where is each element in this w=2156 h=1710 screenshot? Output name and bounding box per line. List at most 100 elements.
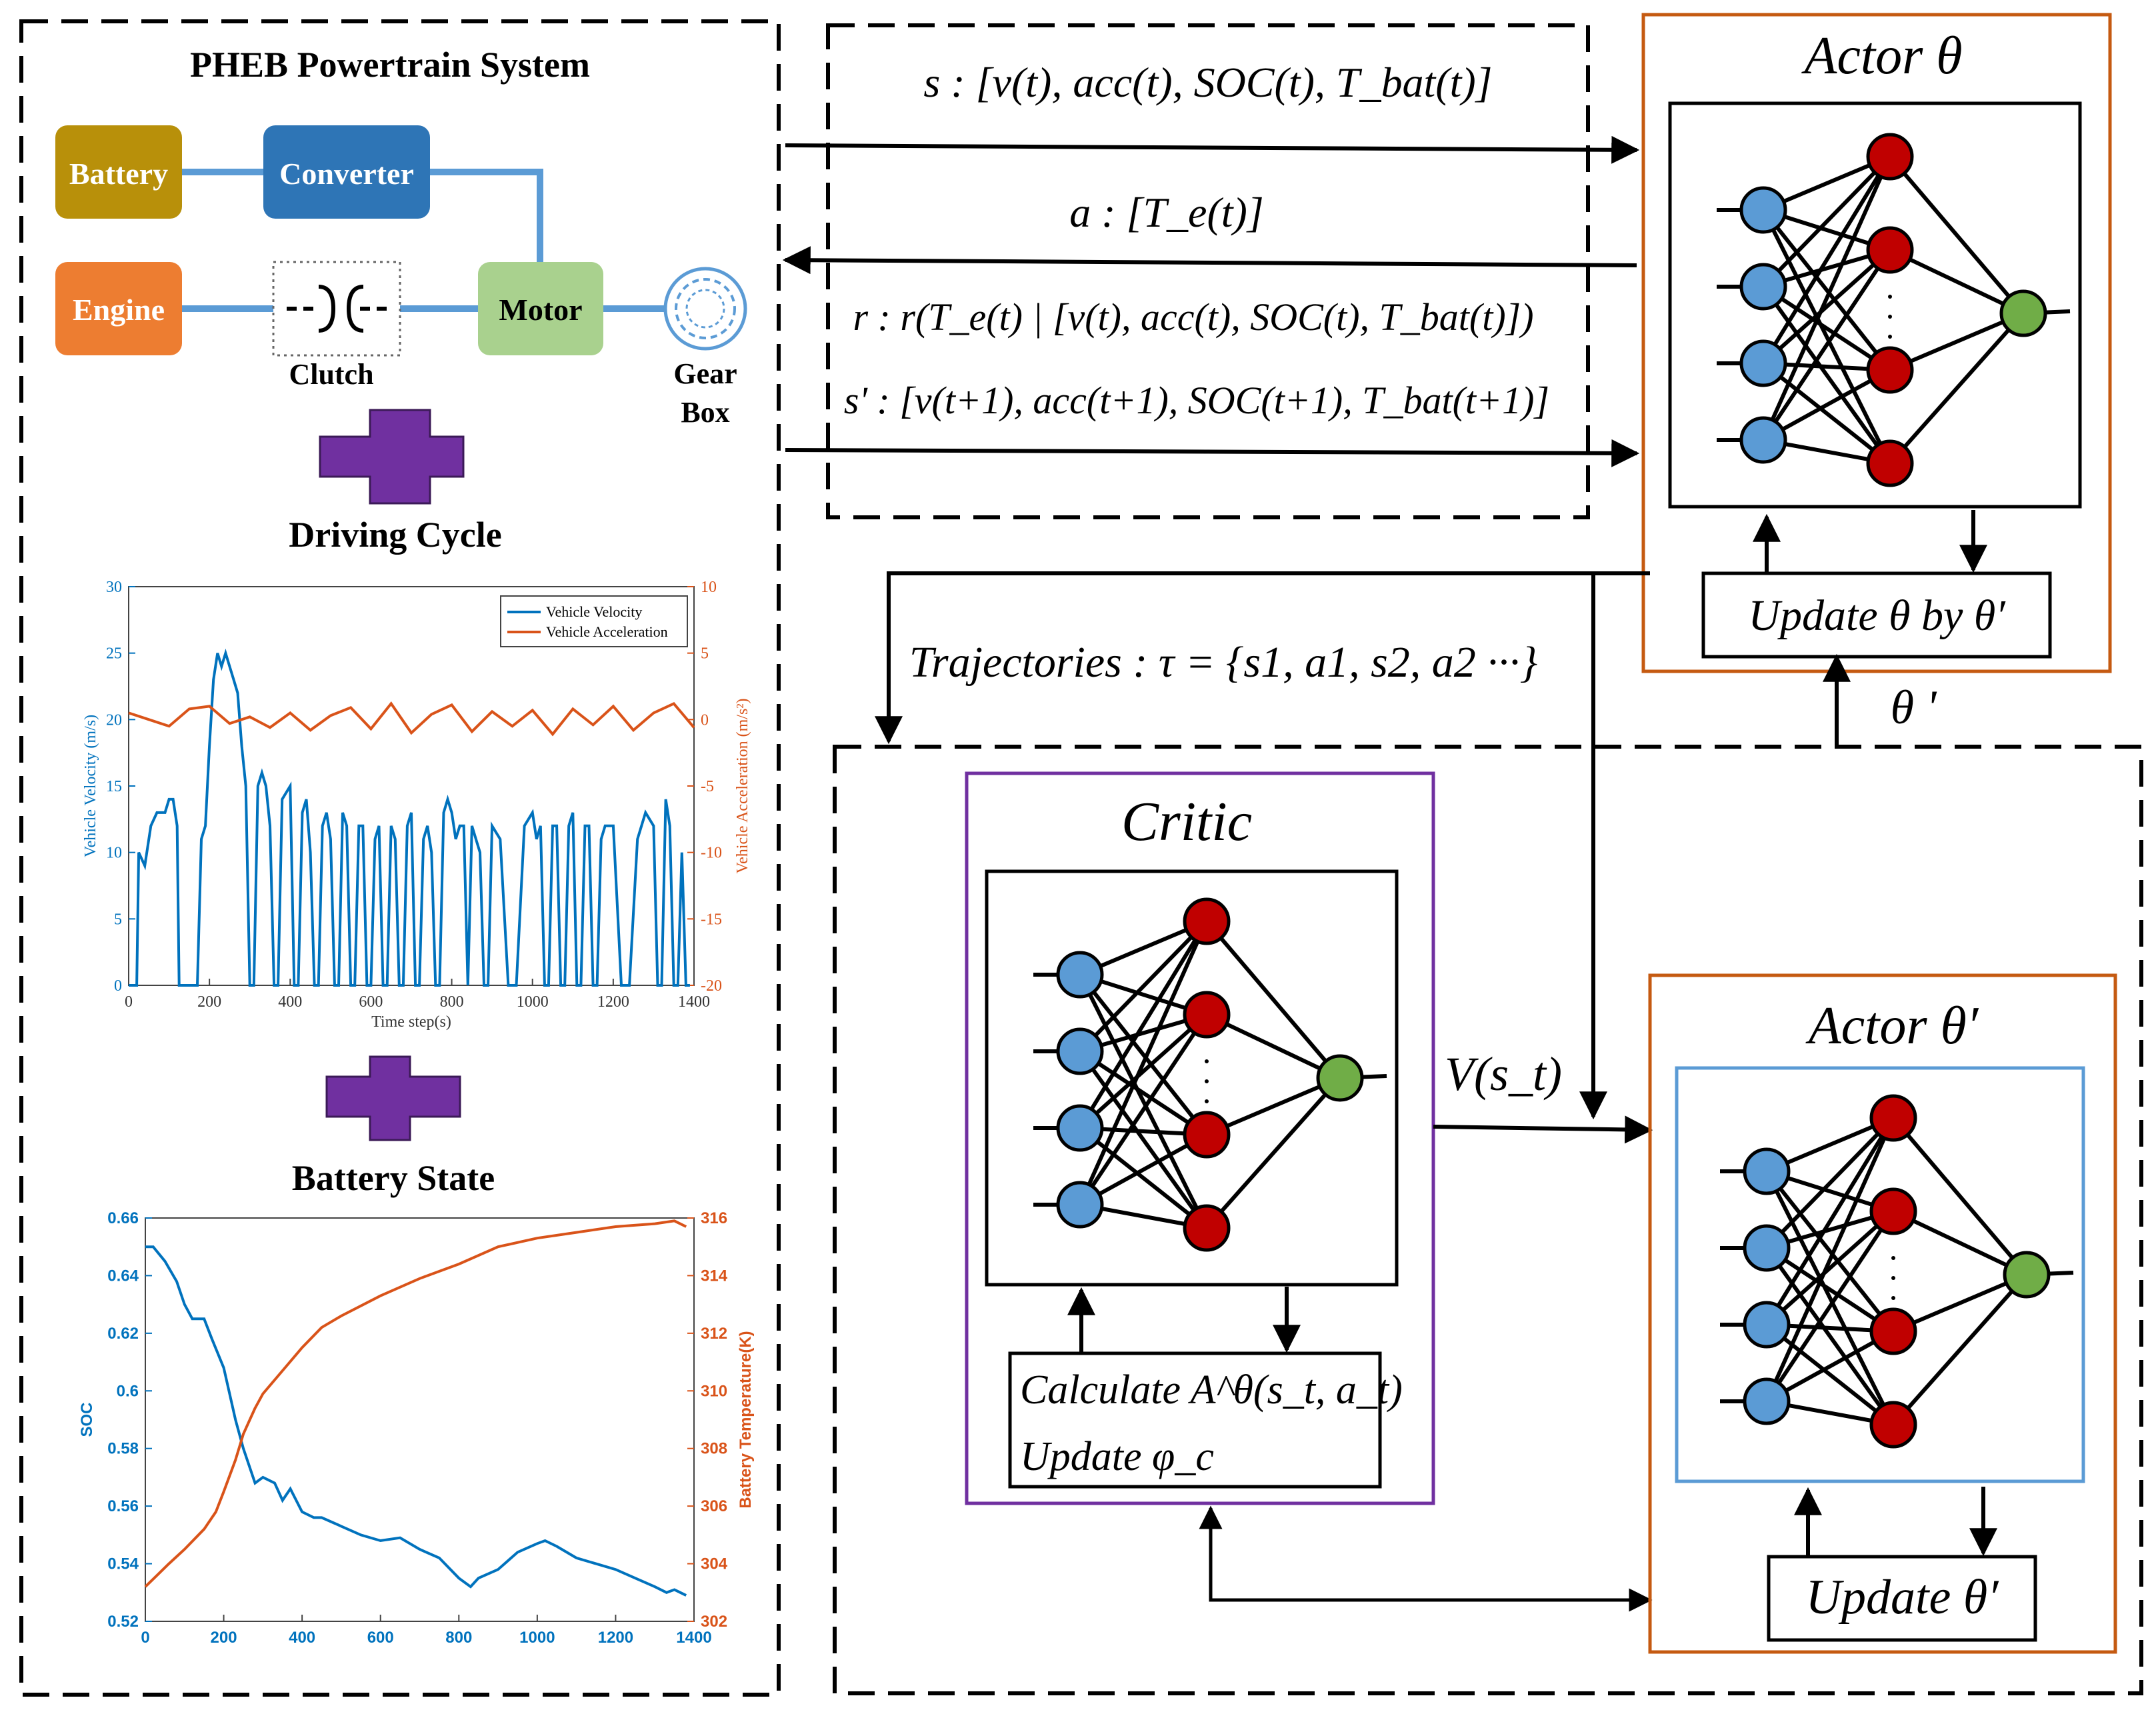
y-tick-label: 15 xyxy=(106,778,122,795)
action-signal: a : [T_e(t)] xyxy=(1069,189,1264,236)
driving-cycle-title: Driving Cycle xyxy=(289,515,501,555)
y-axis-label: Vehicle Velocity (m/s) xyxy=(82,715,99,857)
input-node xyxy=(1056,1104,1104,1152)
y2-tick-label: 316 xyxy=(701,1209,727,1227)
y2-axis-label: Battery Temperature(K) xyxy=(737,1331,755,1508)
series-line xyxy=(128,701,695,737)
y2-tick-label: -15 xyxy=(701,911,722,928)
ellipsis-dot xyxy=(1891,1296,1895,1300)
input-node xyxy=(1743,1377,1791,1425)
y-tick-label: 30 xyxy=(106,579,122,596)
series-line xyxy=(144,1219,687,1588)
svg-text:Motor: Motor xyxy=(499,293,582,327)
legend-label: Vehicle Acceleration xyxy=(546,623,668,640)
actor-prime-title: Actor θ′ xyxy=(1805,997,1979,1055)
x-tick-label: 0 xyxy=(125,993,133,1011)
ellipsis-dot xyxy=(1205,1059,1209,1063)
input-node xyxy=(1739,263,1787,311)
hidden-node xyxy=(1869,1094,1917,1142)
critic-title: Critic xyxy=(1121,791,1252,853)
critic-actor-link xyxy=(1199,1505,1653,1612)
y-tick-label: 5 xyxy=(114,911,122,928)
output-node xyxy=(1999,289,2047,337)
output-node xyxy=(1316,1054,1364,1102)
y2-tick-label: -5 xyxy=(701,778,714,795)
ellipsis-dot xyxy=(1888,315,1892,319)
plus-icon xyxy=(319,409,465,505)
x-tick-label: 600 xyxy=(367,1629,394,1647)
battery-block: Battery xyxy=(55,125,182,219)
input-node xyxy=(1743,1224,1791,1272)
ellipsis-dot xyxy=(1888,295,1892,299)
svg-text:Battery: Battery xyxy=(69,157,168,191)
critic-update-box xyxy=(1008,1351,1382,1489)
y2-axis-label: Vehicle Acceleration (m/s²) xyxy=(734,698,751,873)
input-node xyxy=(1743,1147,1791,1195)
legend-label: Vehicle Velocity xyxy=(546,603,642,620)
powertrain-links xyxy=(180,169,667,312)
x-tick-label: 600 xyxy=(359,993,383,1011)
left-panel-frame xyxy=(19,19,781,1697)
hidden-node xyxy=(1866,346,1914,394)
hidden-node xyxy=(1183,991,1231,1039)
series-line xyxy=(145,1245,687,1597)
motor-block: Motor xyxy=(478,262,603,355)
trajectories-arrow xyxy=(875,571,1650,745)
plus-icon xyxy=(325,1055,461,1141)
actor-prime-neural-network xyxy=(1720,1094,2074,1449)
gear-box-label-line2: Box xyxy=(681,396,729,429)
gear-box-label-line1: Gear xyxy=(673,357,737,390)
critic-frame xyxy=(965,771,1435,1505)
y2-tick-label: 306 xyxy=(701,1497,727,1515)
y2-tick-label: 304 xyxy=(701,1555,728,1573)
hidden-node xyxy=(1183,1204,1231,1252)
y-tick-label: 0.58 xyxy=(107,1440,139,1458)
ellipsis-dot xyxy=(1888,335,1892,339)
input-node xyxy=(1739,416,1787,464)
hidden-node xyxy=(1183,1111,1231,1159)
y2-tick-label: 0 xyxy=(701,711,709,729)
y-tick-label: 0.62 xyxy=(107,1325,139,1343)
y-tick-label: 0.52 xyxy=(107,1613,139,1631)
y-tick-label: 0.54 xyxy=(107,1555,139,1573)
actor-frame xyxy=(1641,13,2112,673)
legend-box xyxy=(500,595,688,647)
x-tick-label: 200 xyxy=(211,1629,237,1647)
hidden-node xyxy=(1869,1401,1917,1449)
y2-tick-label: 302 xyxy=(701,1613,727,1631)
gear-box-icon xyxy=(663,267,747,351)
y2-tick-label: 5 xyxy=(701,645,709,663)
trajectories-label: Trajectories : τ = {s1, a1, s2, a2 ···} xyxy=(909,638,1537,687)
training-frame xyxy=(833,745,2143,1695)
x-tick-label: 1400 xyxy=(678,993,710,1011)
actor-prime-update-box xyxy=(1767,1555,2037,1642)
critic-neural-network xyxy=(1033,897,1387,1252)
powertrain-title: PHEB Powertrain System xyxy=(190,45,590,85)
ellipsis-dot xyxy=(1205,1079,1209,1083)
hidden-node xyxy=(1866,226,1914,274)
signal-box-frame xyxy=(826,23,1590,519)
input-node xyxy=(1056,951,1104,999)
x-tick-label: 800 xyxy=(445,1629,472,1647)
y-tick-label: 0.64 xyxy=(107,1267,139,1285)
x-tick-label: 400 xyxy=(289,1629,315,1647)
input-node xyxy=(1056,1027,1104,1075)
y2-tick-label: 308 xyxy=(701,1440,727,1458)
y-tick-label: 0 xyxy=(114,977,122,995)
hidden-node xyxy=(1869,1307,1917,1355)
y-tick-label: 0.56 xyxy=(107,1497,139,1515)
y-axis-label: SOC xyxy=(78,1402,96,1437)
hidden-node xyxy=(1869,1187,1917,1235)
y-tick-label: 0.66 xyxy=(107,1209,139,1227)
state-signal: s : [v(t), acc(t), SOC(t), T_bat(t)] xyxy=(923,59,1492,106)
hidden-node xyxy=(1866,439,1914,487)
ellipsis-dot xyxy=(1205,1099,1209,1103)
y2-tick-label: -20 xyxy=(701,977,722,995)
critic-update-text: Update φ_c xyxy=(1020,1434,1214,1479)
clutch-block xyxy=(272,261,401,357)
x-tick-label: 1200 xyxy=(597,993,629,1011)
ellipsis-dot xyxy=(1891,1256,1895,1260)
